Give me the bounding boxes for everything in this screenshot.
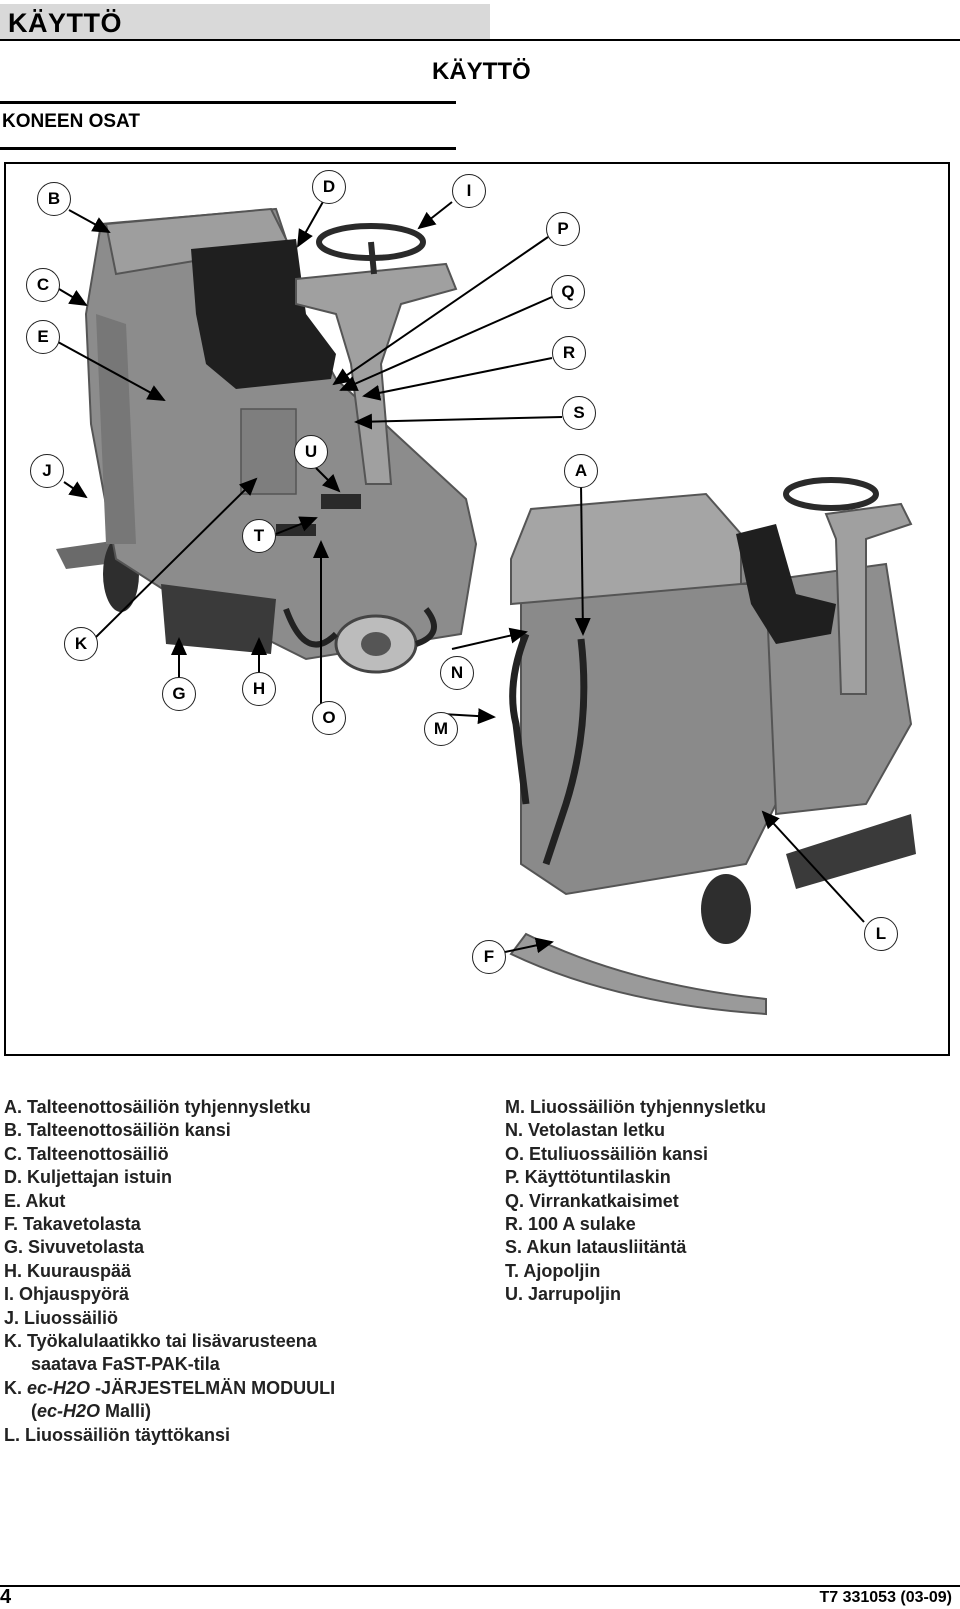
legend-item: C. Talteenottosäiliö: [4, 1143, 169, 1164]
header-title: KÄYTTÖ: [8, 8, 122, 38]
legend-item: L. Liuossäiliön täyttökansi: [4, 1424, 231, 1445]
header-band: [0, 4, 490, 40]
callout-b: B: [37, 182, 71, 216]
callout-k: K: [64, 627, 98, 661]
legend-item-continuation: saatava FaST-PAK-tila: [31, 1354, 220, 1375]
subsection-rule-bottom: [0, 147, 456, 150]
header-rule: [0, 39, 960, 41]
callout-d: D: [312, 170, 346, 204]
legend-item-italic: ec-H2O: [37, 1401, 101, 1422]
subsection-rule-top: [0, 101, 456, 104]
legend-item: G. Sivuvetolasta: [4, 1237, 145, 1258]
legend-item: A. Talteenottosäiliön tyhjennysletku: [4, 1097, 311, 1117]
callout-f: F: [472, 940, 506, 974]
callout-i: I: [452, 174, 486, 208]
legend-item: O. Etuliuossäiliön kansi: [505, 1143, 709, 1164]
callout-h: H: [242, 672, 276, 706]
legend-left: A. Talteenottosäiliön tyhjennysletku B. …: [4, 1096, 474, 1447]
legend-item: U. Jarrupoljin: [505, 1284, 622, 1305]
legend-item: K. Työkalulaatikko tai lisävarusteena: [4, 1331, 317, 1352]
callout-j: J: [30, 454, 64, 488]
section-title: KÄYTTÖ: [432, 58, 531, 85]
callout-o: O: [312, 701, 346, 735]
callout-m: M: [424, 712, 458, 746]
leader-lines: [57, 199, 865, 954]
legend-item-italic: ec-H2O: [27, 1377, 91, 1398]
legend-item: R. 100 A sulake: [505, 1214, 636, 1235]
callout-u: U: [294, 435, 328, 469]
legend-item: M. Liuossäiliön tyhjennysletku: [505, 1097, 767, 1117]
legend-item: P. Käyttötuntilaskin: [505, 1167, 671, 1188]
machine-parts-figure: B D I P C Q E R S J U A T K N G H O M L …: [4, 162, 950, 1056]
callout-s: S: [562, 396, 596, 430]
callout-p: P: [546, 212, 580, 246]
callout-g: G: [162, 677, 196, 711]
legend-item: B. Talteenottosäiliön kansi: [4, 1120, 231, 1141]
legend-item-prefix: K.: [4, 1377, 22, 1398]
legend-item: H. Kuurauspää: [4, 1260, 132, 1281]
legend-item: I. Ohjauspyörä: [4, 1284, 130, 1305]
subsection-title: KONEEN OSAT: [2, 111, 140, 132]
callout-r: R: [552, 336, 586, 370]
document-code: T7 331053 (03-09): [819, 1589, 952, 1606]
callout-q: Q: [551, 275, 585, 309]
footer-rule: [0, 1585, 960, 1587]
callout-l: L: [864, 917, 898, 951]
legend-item-continuation: (ec-H2O Malli): [4, 1400, 474, 1423]
callout-t: T: [242, 519, 276, 553]
machine-rear-view: [509, 477, 916, 1016]
callout-c: C: [26, 268, 60, 302]
legend-item: E. Akut: [4, 1190, 66, 1211]
callout-e: E: [26, 320, 60, 354]
legend-item: J. Liuossäiliö: [4, 1307, 119, 1328]
callout-a: A: [564, 454, 598, 488]
machine-illustration: [56, 199, 916, 1016]
callout-n: N: [440, 656, 474, 690]
legend-item: T. Ajopoljin: [505, 1260, 601, 1281]
page-number: 4: [0, 1586, 12, 1608]
legend-item: Q. Virrankatkaisimet: [505, 1190, 679, 1211]
legend-item: N. Vetolastan letku: [505, 1120, 666, 1141]
legend-item-text: Malli): [100, 1401, 152, 1422]
legend-paren: (: [31, 1401, 37, 1422]
legend-item: K. ec-H2O -JÄRJESTELMÄN MODUULI: [4, 1377, 474, 1400]
legend-item: F. Takavetolasta: [4, 1214, 141, 1235]
legend-item-text: -JÄRJESTELMÄN MODUULI: [95, 1377, 336, 1398]
legend-item: D. Kuljettajan istuin: [4, 1167, 173, 1188]
machine-front-view: [56, 207, 478, 674]
legend-item: S. Akun latausliitäntä: [505, 1237, 687, 1258]
legend-right: M. Liuossäiliön tyhjennysletku N. Vetola…: [505, 1096, 945, 1307]
